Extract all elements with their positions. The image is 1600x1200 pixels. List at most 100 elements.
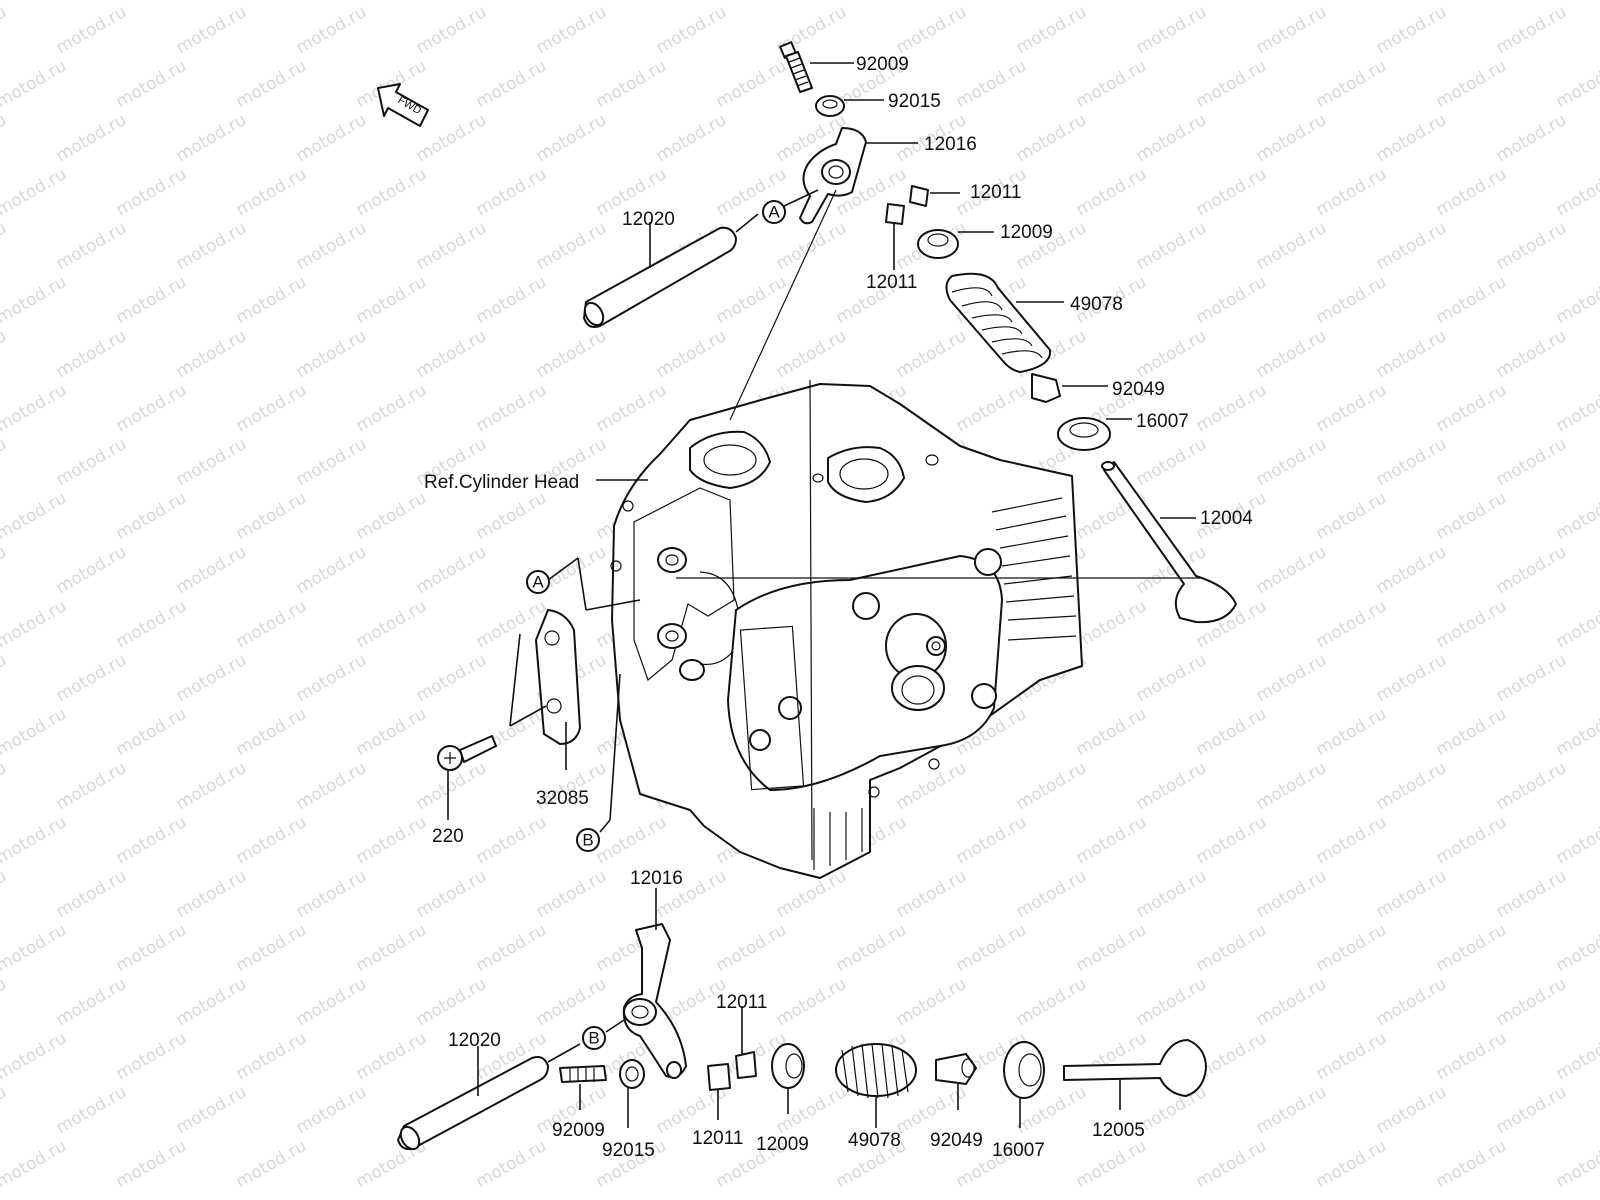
- watermark-text: motod.ru: [233, 488, 311, 544]
- watermark-text: motod.ru: [1313, 704, 1391, 760]
- ref-a-head: A: [526, 570, 550, 594]
- watermark-text: motod.ru: [473, 488, 551, 544]
- label-92049-bottom: 92049: [930, 1130, 983, 1151]
- watermark-text: motod.ru: [1133, 974, 1211, 1030]
- watermark-text: motod.ru: [1313, 1136, 1391, 1192]
- label-12011-bottom-a: 12011: [716, 992, 767, 1013]
- watermark-text: motod.ru: [173, 542, 251, 598]
- watermark-text: motod.ru: [593, 0, 671, 4]
- watermark-text: motod.ru: [233, 704, 311, 760]
- watermark-text: motod.ru: [233, 0, 311, 4]
- watermark-text: motod.ru: [53, 758, 131, 814]
- watermark-text: motod.ru: [473, 920, 551, 976]
- watermark-text: motod.ru: [833, 920, 911, 976]
- watermark-text: motod.ru: [1013, 974, 1091, 1030]
- watermark-text: motod.ru: [1433, 488, 1511, 544]
- watermark-text: motod.ru: [1553, 272, 1600, 328]
- watermark-text: motod.ru: [113, 704, 191, 760]
- watermark-text: motod.ru: [0, 974, 10, 1030]
- watermark-text: motod.ru: [0, 0, 70, 4]
- watermark-text: motod.ru: [413, 650, 491, 706]
- watermark-text: motod.ru: [0, 866, 10, 922]
- watermark-text: motod.ru: [1553, 596, 1600, 652]
- watermark-text: motod.ru: [293, 758, 371, 814]
- watermark-text: motod.ru: [1253, 974, 1331, 1030]
- watermark-text: motod.ru: [1133, 2, 1211, 58]
- label-92009-top: 92009: [856, 54, 909, 75]
- watermark-text: motod.ru: [113, 596, 191, 652]
- watermark-text: motod.ru: [1313, 920, 1391, 976]
- watermark-text: motod.ru: [533, 866, 611, 922]
- label-12016-top: 12016: [924, 134, 977, 155]
- cylinder-head: [610, 189, 1200, 879]
- watermark-text: motod.ru: [1433, 0, 1511, 4]
- watermark-text: motod.ru: [1373, 1082, 1451, 1138]
- watermark-text: motod.ru: [1253, 218, 1331, 274]
- watermark-text: motod.ru: [1553, 164, 1600, 220]
- fwd-arrow: FWD: [377, 83, 429, 127]
- watermark-text: motod.ru: [1433, 56, 1511, 112]
- watermark-text: motod.ru: [533, 2, 611, 58]
- rocker-arm-bottom: [622, 923, 687, 1079]
- watermark-text: motod.ru: [353, 164, 431, 220]
- watermark-text: motod.ru: [1373, 866, 1451, 922]
- watermark-text: motod.ru: [1493, 110, 1571, 166]
- label-49078-top: 49078: [1070, 294, 1123, 315]
- ref-a-top-label: A: [768, 203, 780, 222]
- watermark-text: motod.ru: [713, 272, 791, 328]
- watermark-text: motod.ru: [1553, 380, 1600, 436]
- watermark-text: motod.ru: [533, 326, 611, 382]
- watermark-text: motod.ru: [293, 542, 371, 598]
- watermark-text: motod.ru: [233, 1028, 311, 1084]
- watermark-text: motod.ru: [353, 1028, 431, 1084]
- watermark-text: motod.ru: [293, 110, 371, 166]
- watermark-text: motod.ru: [533, 218, 611, 274]
- watermark-text: motod.ru: [1373, 326, 1451, 382]
- watermark-text: motod.ru: [1373, 2, 1451, 58]
- watermark-text: motod.ru: [1553, 1136, 1600, 1192]
- watermark-text: motod.ru: [1373, 218, 1451, 274]
- watermark-text: motod.ru: [173, 2, 251, 58]
- valve-cotter-bottom-a: [735, 1051, 757, 1079]
- watermark-text: motod.ru: [413, 866, 491, 922]
- watermark-text: motod.ru: [173, 1082, 251, 1138]
- watermark-text: motod.ru: [53, 326, 131, 382]
- lock-nut-top: [815, 95, 845, 117]
- watermark-text: motod.ru: [1433, 380, 1511, 436]
- label-32085: 32085: [536, 788, 589, 809]
- watermark-text: motod.ru: [1553, 56, 1600, 112]
- exhaust-valve: [1101, 461, 1237, 624]
- watermark-text: motod.ru: [1493, 758, 1571, 814]
- watermark-text: motod.ru: [0, 704, 70, 760]
- watermark-text: motod.ru: [233, 1136, 311, 1192]
- watermark-text: motod.ru: [113, 380, 191, 436]
- watermark-text: motod.ru: [1253, 650, 1331, 706]
- watermark-text: motod.ru: [0, 812, 70, 868]
- watermark-text: motod.ru: [1253, 542, 1331, 598]
- adjusting-screw-bottom: [559, 1065, 607, 1083]
- watermark-text: motod.ru: [1073, 812, 1151, 868]
- watermark-text: motod.ru: [293, 974, 371, 1030]
- watermark-text: motod.ru: [1493, 218, 1571, 274]
- watermark-text: motod.ru: [1193, 704, 1271, 760]
- watermark-text: motod.ru: [1373, 434, 1451, 490]
- watermark-text: motod.ru: [0, 758, 10, 814]
- watermark-text: motod.ru: [773, 974, 851, 1030]
- watermark-text: motod.ru: [1433, 812, 1511, 868]
- watermark-text: motod.ru: [293, 2, 371, 58]
- watermark-text: motod.ru: [1433, 704, 1511, 760]
- valve-spring-top: [945, 272, 1052, 373]
- watermark-text: motod.ru: [233, 164, 311, 220]
- watermark-text: motod.ru: [233, 920, 311, 976]
- watermark-text: motod.ru: [353, 380, 431, 436]
- watermark-text: motod.ru: [713, 0, 791, 4]
- watermark-text: motod.ru: [713, 920, 791, 976]
- watermark-text: motod.ru: [1313, 488, 1391, 544]
- screw-220: [437, 735, 497, 771]
- valve-stem-seal-bottom: [935, 1053, 977, 1085]
- watermark-text: motod.ru: [53, 110, 131, 166]
- watermark-text: motod.ru: [1253, 434, 1331, 490]
- ref-b-bottom-label: B: [588, 1029, 599, 1048]
- spring-retainer-bottom: [771, 1043, 805, 1089]
- watermark-text: motod.ru: [893, 974, 971, 1030]
